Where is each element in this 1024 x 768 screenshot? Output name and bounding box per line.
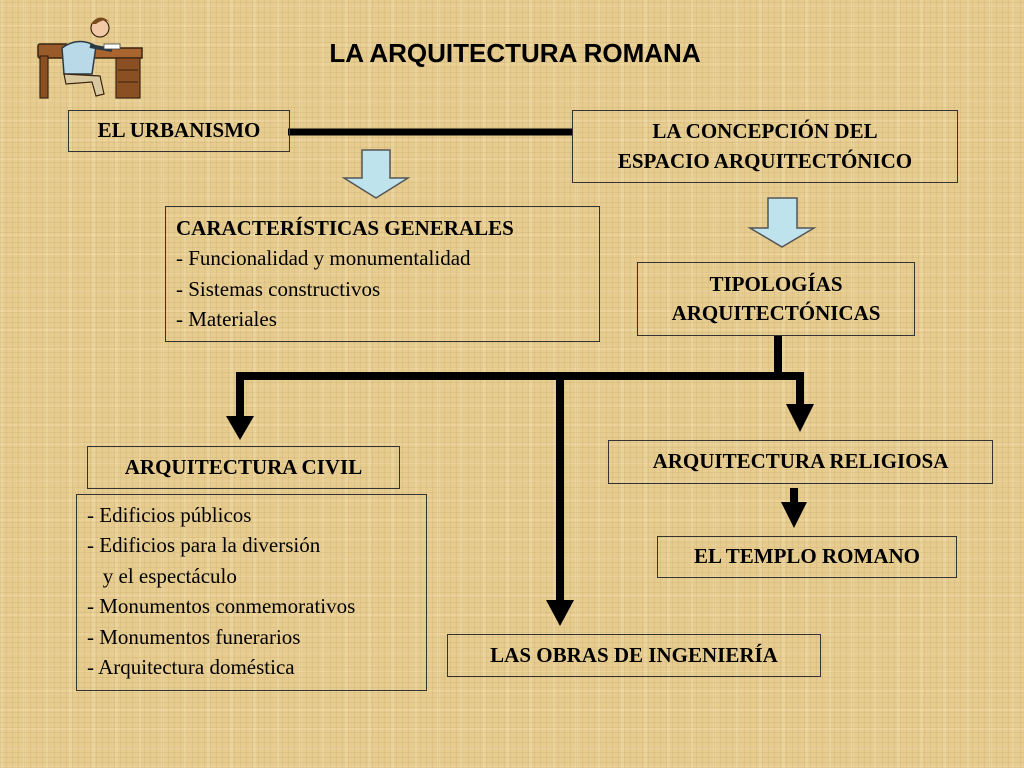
node-caracteristicas-heading: CARACTERÍSTICAS GENERALES [176,216,514,240]
list-item: - Sistemas constructivos [176,276,381,301]
black-down-arrow-icon [786,404,814,432]
list-item: - Materiales [176,307,277,332]
node-religiosa-label: ARQUITECTURA RELIGIOSA [652,449,949,474]
list-item: y el espectáculo [87,563,237,588]
list-item: - Monumentos funerarios [87,624,301,649]
list-item: - Funcionalidad y monumentalidad [176,246,471,271]
black-down-arrow-icon [546,600,574,626]
list-item: - Edificios públicos [87,503,252,527]
node-civil-list: - Edificios públicos - Edificios para la… [76,494,427,691]
list-item: - Monumentos conmemorativos [87,594,356,619]
node-civil-label: ARQUITECTURA CIVIL [124,454,363,479]
list-item: - Edificios para la diversión [87,533,321,558]
node-ingenieria: LAS OBRAS DE INGENIERÍA [447,634,821,677]
list-item: - Arquitectura doméstica [87,655,295,680]
node-urbanismo: EL URBANISMO [68,110,290,152]
node-caracteristicas: CARACTERÍSTICAS GENERALES - Funcionalida… [165,206,600,342]
black-down-arrow-icon [781,502,807,528]
node-tipologias-line-1: TIPOLOGÍAS [709,271,843,296]
student-at-desk-icon [37,17,143,99]
light-blue-down-arrow-icon [341,149,411,199]
black-down-arrow-icon [226,416,254,440]
node-tipologias-line-2: ARQUITECTÓNICAS [671,301,881,325]
light-blue-down-arrow-icon [747,197,817,248]
page-title: LA ARQUITECTURA ROMANA [329,38,701,68]
node-templo-label: EL TEMPLO ROMANO [694,544,920,569]
node-religiosa: ARQUITECTURA RELIGIOSA [608,440,993,484]
node-civil: ARQUITECTURA CIVIL [87,446,400,489]
node-urbanismo-label: EL URBANISMO [97,118,261,143]
node-templo: EL TEMPLO ROMANO [657,536,957,578]
node-concepcion-line-1: LA CONCEPCIÓN DEL [652,119,878,144]
node-concepcion-line-2: ESPACIO ARQUITECTÓNICO [617,148,913,173]
node-tipologias: TIPOLOGÍAS ARQUITECTÓNICAS [637,262,915,336]
node-concepcion: LA CONCEPCIÓN DEL ESPACIO ARQUITECTÓNICO [572,110,958,183]
node-ingenieria-label: LAS OBRAS DE INGENIERÍA [490,642,778,667]
